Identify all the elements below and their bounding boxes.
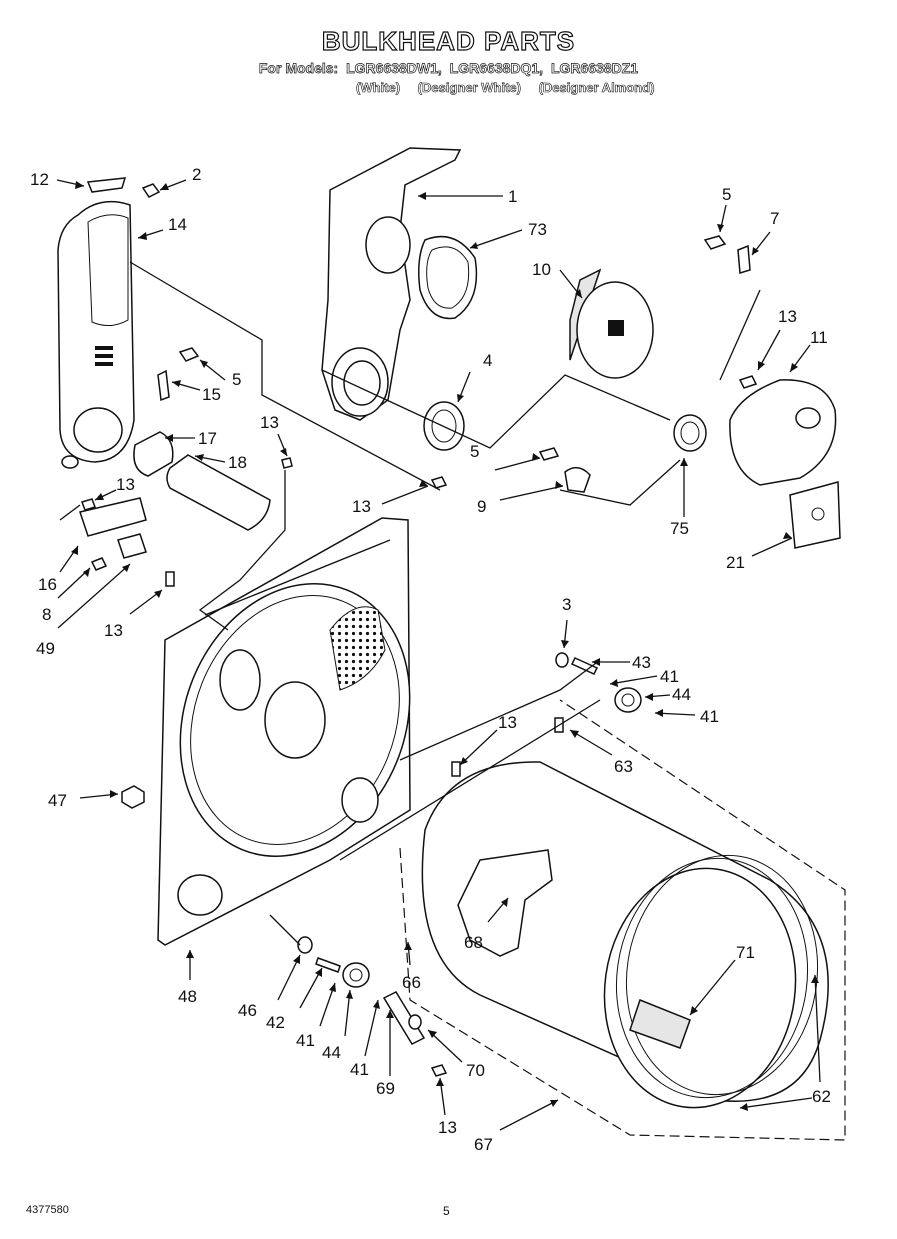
- callout-label: 73: [528, 220, 547, 239]
- callout-label: 67: [474, 1135, 493, 1154]
- page-number: 5: [443, 1204, 450, 1218]
- callout-label: 41: [700, 707, 719, 726]
- callout-label: 13: [260, 413, 279, 432]
- callout-label: 13: [352, 497, 371, 516]
- models-prefix: For Models:: [258, 60, 339, 77]
- callout-label: 11: [810, 328, 828, 347]
- callout-label: 46: [238, 1001, 257, 1020]
- model-list: For Models: LGR6638DW1, LGR6638DQ1, LGR6…: [0, 60, 897, 77]
- callout-label: 13: [104, 621, 123, 640]
- callout-label: 43: [632, 653, 651, 672]
- callout-label: 2: [192, 165, 201, 184]
- callout-label: 44: [672, 685, 691, 704]
- callout-label: 13: [438, 1118, 457, 1137]
- callout-label: 62: [812, 1087, 831, 1106]
- callout-label: 4: [483, 351, 492, 370]
- sensor-cylinders: [133, 431, 271, 531]
- model-number: LGR6638DQ1,: [449, 60, 544, 77]
- drum-drawing: [421, 761, 829, 1109]
- front-bulkhead-drawing: [157, 517, 411, 946]
- callout-label: 15: [202, 385, 221, 404]
- callout-label: 75: [670, 519, 689, 538]
- callout-label: 47: [48, 791, 67, 810]
- variant-label: (Designer Almond): [538, 80, 655, 96]
- callout-label: 71: [736, 943, 755, 962]
- blower-housing-drawing: [729, 375, 837, 486]
- assembly-lines: [59, 261, 846, 1141]
- callout-label: 7: [770, 209, 779, 228]
- callout-label: 41: [660, 667, 679, 686]
- variant-label: (White): [356, 80, 401, 96]
- callout-label: 41: [296, 1031, 315, 1050]
- exhaust-duct-drawing: [321, 147, 462, 421]
- callout-label: 1: [508, 187, 517, 206]
- model-number: LGR6638DW1,: [346, 60, 442, 77]
- callout-label: 13: [778, 307, 797, 326]
- document-number: 4377580: [26, 1204, 69, 1216]
- callout-label: 3: [562, 595, 571, 614]
- color-variants: (White) (Designer White) (Designer Almon…: [356, 80, 668, 96]
- callout-label: 14: [168, 215, 187, 234]
- duct-cover-drawing: [57, 200, 135, 469]
- callout-label: 66: [402, 973, 421, 992]
- model-number: LGR6638DZ1: [550, 60, 639, 77]
- callout-label: 16: [38, 575, 57, 594]
- callout-label: 48: [178, 987, 197, 1006]
- callout-label: 12: [30, 170, 49, 189]
- page-title: BULKHEAD PARTS: [321, 25, 576, 56]
- callout-label: 44: [322, 1043, 341, 1062]
- callout-label: 5: [722, 185, 731, 204]
- callout-label: 69: [376, 1079, 395, 1098]
- callout-label: 9: [477, 497, 486, 516]
- blower-wheel-drawing: [569, 268, 654, 379]
- callout-label: 8: [42, 605, 51, 624]
- callout-label: 70: [466, 1061, 485, 1080]
- callout-label: 10: [532, 260, 551, 279]
- callout-label: 13: [498, 713, 517, 732]
- callout-label: 41: [350, 1060, 369, 1079]
- callout-leaders: [56, 179, 821, 1131]
- callout-label: 13: [116, 475, 135, 494]
- variant-label: (Designer White): [417, 80, 521, 96]
- callout-label: 21: [726, 553, 745, 572]
- callout-label: 5: [232, 370, 241, 389]
- callout-label: 49: [36, 639, 55, 658]
- callout-label: 68: [464, 933, 483, 952]
- callout-label: 18: [228, 453, 247, 472]
- callout-label: 5: [470, 442, 479, 461]
- callout-label: 63: [614, 757, 633, 776]
- callout-labels: 12 2 1 5 7 14 73 10 13 11 5 15 4 13 17 1…: [30, 165, 831, 1154]
- callout-label: 17: [198, 429, 217, 448]
- callout-label: 42: [266, 1013, 285, 1032]
